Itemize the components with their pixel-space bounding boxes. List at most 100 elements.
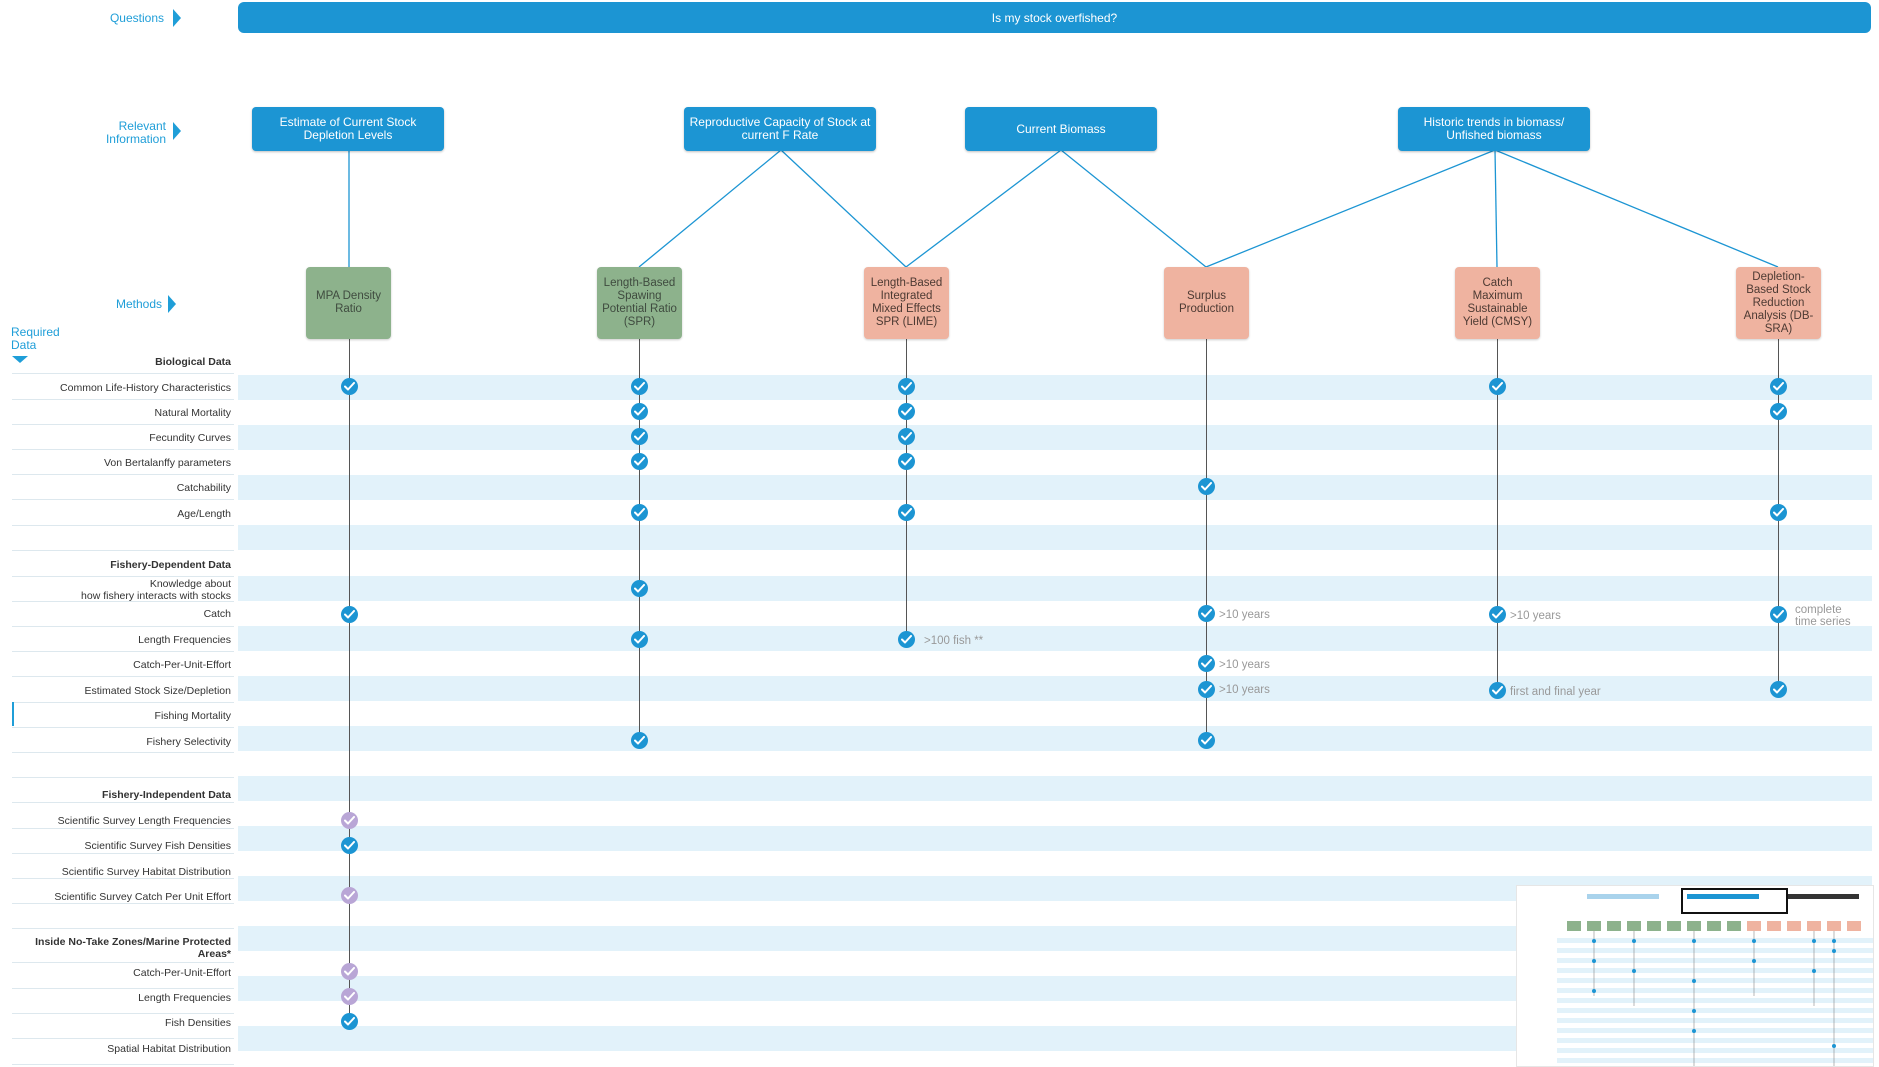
cmsy-vertical-line: [1497, 339, 1498, 690]
checkmark-icon: [1198, 732, 1215, 749]
info-historic-line1: Historic trends in biomass/: [1423, 115, 1565, 129]
method-cmsy-line3: Sustainable: [1467, 303, 1528, 315]
checkmark-icon: [341, 378, 358, 395]
note-cmsy-stock-size: first and final year: [1510, 686, 1601, 698]
row-label-fishery-knowledge-line2: how fishery interacts with stocks: [81, 590, 231, 602]
connector-historic-cmsy: [1494, 149, 1498, 268]
checkmark-icon: [341, 988, 358, 1005]
method-mpa-line2: Ratio: [335, 303, 362, 315]
row-label-von-bertalanffy: Von Bertalanffy parameters: [103, 457, 231, 469]
row-label-catch: Catch: [203, 608, 231, 620]
checkmark-icon: [631, 378, 648, 395]
relevant-info-arrow-icon: [173, 122, 181, 140]
row-label-stock-size: Estimated Stock Size/Depletion: [84, 685, 232, 697]
checkmark-icon: [1770, 606, 1787, 623]
required-data-label-line2: Data: [11, 338, 37, 352]
surplus-vertical-line: [1206, 339, 1207, 740]
question-bar[interactable]: Is my stock overfished?: [238, 2, 1871, 33]
row-separator: [12, 626, 234, 627]
row-separator: [12, 499, 234, 500]
info-historic-trends[interactable]: Historic trends in biomass/Unfished biom…: [1398, 107, 1590, 151]
checkmark-icon: [1489, 378, 1506, 395]
checkmark-icon: [1198, 655, 1215, 672]
checkmark-icon: [631, 453, 648, 470]
checkmark-icon: [898, 453, 915, 470]
checkmark-icon: [341, 1013, 358, 1030]
checkmark-icon: [631, 580, 648, 597]
checkmark-icon: [1489, 682, 1506, 699]
checkmark-icon: [631, 732, 648, 749]
checkmark-icon: [1770, 681, 1787, 698]
method-lbspr-line1: Length-Based: [603, 277, 676, 289]
header-no-take-line1: Inside No-Take Zones/Marine Protected: [35, 936, 231, 948]
row-separator: [12, 962, 234, 963]
checkmark-icon: [898, 428, 915, 445]
method-lbspr-line3: Potential Ratio: [602, 303, 677, 315]
row-separator: [12, 399, 234, 400]
header-no-take-line2: Areas*: [197, 948, 231, 960]
methods-arrow-icon: [168, 295, 176, 313]
table-stripe: [238, 475, 1872, 500]
checkmark-icon: [341, 963, 358, 980]
relevant-info-label-line1: Relevant: [118, 119, 166, 133]
row-separator: [12, 373, 234, 374]
info-biomass-line1: Current Biomass: [1016, 121, 1106, 136]
row-label-notake-habitat: Spatial Habitat Distribution: [107, 1043, 231, 1055]
row-label-notake-length-freq: Length Frequencies: [138, 992, 231, 1004]
row-label-age-length: Age/Length: [177, 508, 231, 520]
table-stripe: [238, 626, 1872, 651]
info-current-biomass[interactable]: Current Biomass: [965, 107, 1157, 151]
checkmark-icon: [898, 631, 915, 648]
row-label-cpue: Catch-Per-Unit-Effort: [133, 659, 231, 671]
note-dbsra-catch-line2: time series: [1795, 616, 1851, 628]
info-historic-line2: Unfished biomass: [1446, 128, 1542, 142]
row-separator: [12, 928, 234, 929]
connector-historic-surplus: [1205, 149, 1496, 268]
row-separator: [12, 424, 234, 425]
overview-minimap[interactable]: [1516, 885, 1874, 1067]
checkmark-icon: [1770, 403, 1787, 420]
header-no-take-zones: Inside No-Take Zones/Marine Protected Ar…: [35, 936, 231, 960]
checkmark-icon: [1770, 504, 1787, 521]
questions-label: Questions: [109, 11, 164, 25]
connector-repro-lime: [780, 149, 907, 268]
required-data-arrow-icon: [12, 356, 28, 363]
method-surplus-line2: Production: [1179, 303, 1234, 315]
note-cmsy-catch: >10 years: [1510, 610, 1561, 622]
relevant-info-label-line2: Information: [105, 132, 166, 146]
table-stripe: [238, 576, 1872, 601]
row-separator: [12, 777, 234, 778]
row-label-catchability: Catchability: [176, 482, 231, 494]
method-cmsy-line1: Catch: [1482, 277, 1513, 289]
row-separator: [12, 752, 234, 753]
method-lime-line3: Mixed Effects: [872, 303, 941, 315]
row-label-fecundity-curves: Fecundity Curves: [149, 432, 231, 444]
minimap-rows: [1557, 938, 1873, 1063]
row-label-life-history: Common Life-History Characteristics: [60, 382, 231, 394]
note-surplus-catch: >10 years: [1219, 609, 1270, 621]
row-separator: [12, 651, 234, 652]
method-dbsra-line1: Depletion-: [1752, 270, 1805, 283]
mpa-vertical-line: [349, 339, 350, 1023]
checkmark-icon: [1770, 378, 1787, 395]
method-lime-line1: Length-Based: [870, 277, 943, 289]
header-fishery-dependent-data: Fishery-Dependent Data: [110, 559, 231, 571]
row-separator: [12, 1013, 234, 1014]
info-repro-line1: Reproductive Capacity of Stock at: [689, 115, 871, 129]
question-text: Is my stock overfished?: [991, 10, 1118, 25]
row-separator: [12, 878, 234, 879]
header-fishery-independent-data: Fishery-Independent Data: [102, 789, 231, 801]
row-separator: [12, 702, 234, 703]
method-cmsy-line2: Maximum: [1472, 290, 1523, 302]
table-stripe: [238, 525, 1872, 550]
method-dbsra-line5: SRA): [1764, 322, 1793, 335]
